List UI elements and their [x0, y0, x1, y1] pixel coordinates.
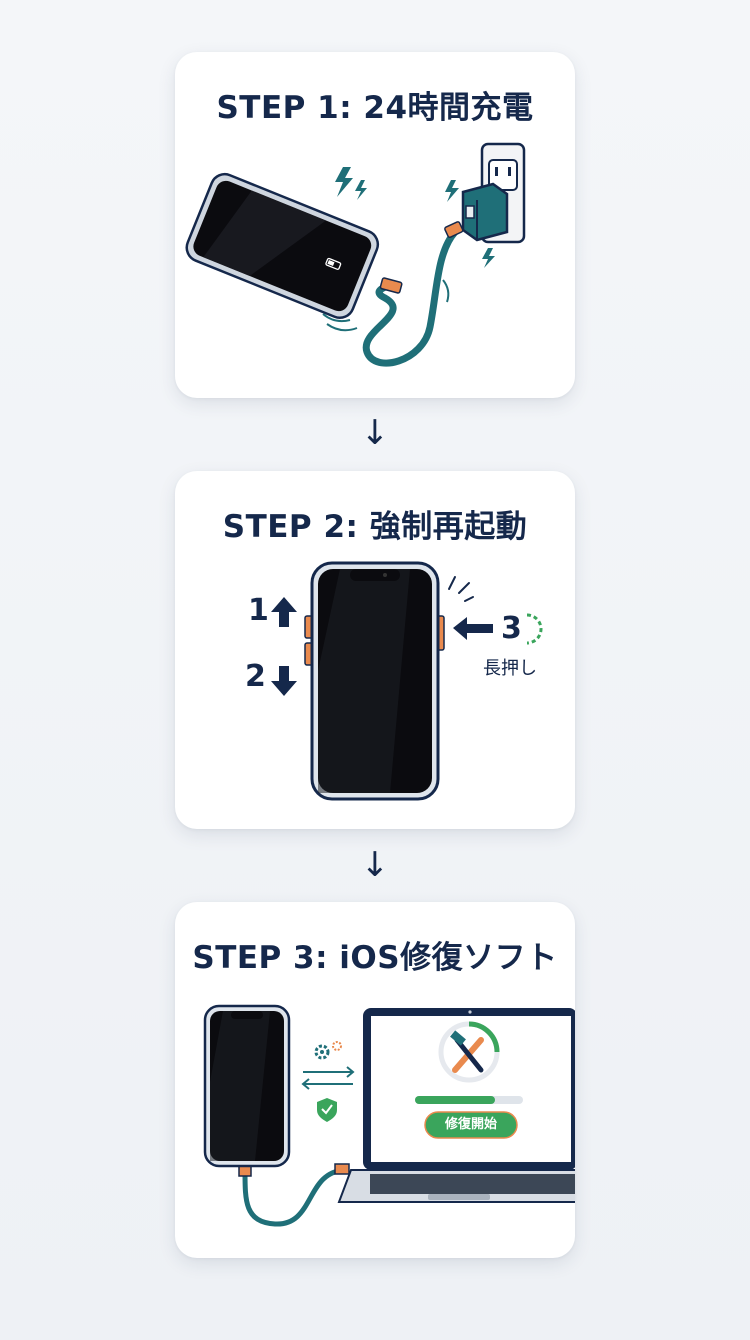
repair-software-illustration	[203, 1004, 575, 1227]
step1-title: STEP 1: 24時間充電	[216, 90, 534, 126]
volume-down-arrow-icon	[271, 666, 297, 696]
laptop	[337, 1008, 575, 1203]
start-repair-button[interactable]: 修復開始	[444, 1117, 497, 1132]
flow-arrow-2: ↓	[360, 845, 390, 885]
gear-icon	[314, 1041, 342, 1060]
step-number-1: 1	[248, 593, 269, 628]
side-button-arrow-icon	[453, 617, 493, 640]
usb-cable	[242, 1167, 348, 1227]
flow-arrow-1: ↓	[360, 413, 390, 453]
charger-brick	[461, 182, 509, 242]
step2-card: STEP 2: 強制再起動 1 2 3 長押し	[175, 471, 575, 829]
phone-connected	[203, 1004, 291, 1168]
volume-up-arrow-icon	[271, 597, 297, 627]
lightning-bolt-icon	[355, 180, 367, 200]
phone-front	[310, 561, 440, 801]
charging-cable	[362, 228, 459, 367]
step2-title: STEP 2: 強制再起動	[222, 509, 528, 545]
hold-timer-icon	[526, 613, 543, 645]
step3-title: STEP 3: iOS修復ソフト	[192, 940, 558, 976]
long-press-label: 長押し	[483, 658, 537, 679]
lightning-bolt-icon	[445, 180, 459, 202]
step-number-2: 2	[245, 659, 266, 694]
lightning-bolt-icon	[482, 248, 495, 268]
force-restart-illustration	[271, 561, 543, 801]
charging-illustration	[185, 142, 526, 367]
lightning-bolt-icon	[335, 167, 353, 197]
phone-charging	[185, 172, 380, 320]
step1-card: STEP 1: 24時間充電	[175, 52, 575, 398]
step3-card: STEP 3: iOS修復ソフト	[175, 902, 575, 1258]
tools-icon	[450, 1030, 484, 1073]
step-number-3: 3	[501, 611, 522, 646]
start-repair-button-bg	[424, 1111, 518, 1139]
transfer-arrows-icon	[301, 1066, 355, 1090]
